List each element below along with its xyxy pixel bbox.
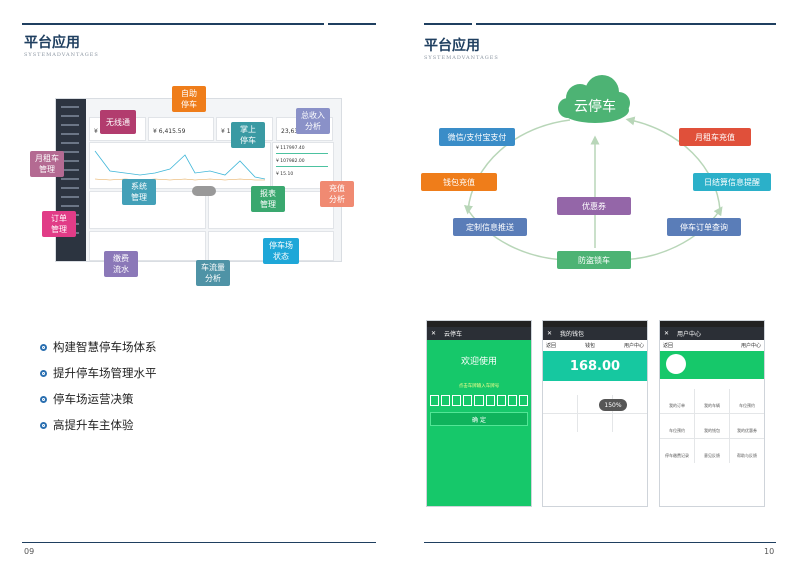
tag-payment-flow: 缴费 流水 xyxy=(104,251,138,277)
phone2-titlebar: ✕我的钱包 xyxy=(543,327,647,340)
phone-screen-login: ✕云停车 欢迎使用 点击车牌输入车牌号 确 定 xyxy=(426,320,532,507)
coupon-grid xyxy=(543,395,647,432)
tag-income-analysis: 总收入 分析 xyxy=(296,108,330,134)
plate-input-row[interactable] xyxy=(430,395,528,406)
tag-parking-status: 停车场 状态 xyxy=(263,238,299,264)
left-page-number: 09 xyxy=(24,547,35,556)
node-coupon: 优惠券 xyxy=(557,197,631,215)
cloud-icon xyxy=(558,75,630,123)
bullet-1: 构建智慧停车场体系 xyxy=(40,339,157,355)
dash-stat-2: ¥ 107982.00 xyxy=(276,159,305,164)
bullet-2: 提升停车场管理水平 xyxy=(40,365,157,381)
node-monthly-recharge: 月租车充值 xyxy=(679,128,751,146)
left-page-title: 平台应用 xyxy=(24,35,80,51)
phone-screen-user-center: ✕用户中心 返回 用户中心 我的订单 我的车辆 车位预约 车位预约 我的钱包 我… xyxy=(659,320,765,507)
phone2-user-center-link[interactable]: 用户中心 xyxy=(623,343,644,349)
bullet-ring-icon xyxy=(40,369,47,377)
close-icon[interactable]: ✕ xyxy=(431,330,437,337)
dash-card-2: ¥ 6,415.59 xyxy=(148,117,214,141)
bottom-rule-left xyxy=(22,542,376,543)
bullet-3: 停车场运营决策 xyxy=(40,391,134,407)
menu-item[interactable]: 意见反馈 xyxy=(695,439,729,463)
menu-item[interactable]: 我的车辆 xyxy=(695,389,729,413)
dash-toggle xyxy=(192,186,216,196)
bullet-ring-icon xyxy=(40,343,47,351)
right-page-subtitle: SYSTEMADVANTAGES xyxy=(424,55,499,61)
menu-item[interactable]: 我的优惠券 xyxy=(730,414,764,438)
phone1-hint: 点击车牌输入车牌号 xyxy=(458,384,500,389)
right-page-number: 10 xyxy=(764,547,775,556)
phone1-welcome: 欢迎使用 xyxy=(460,357,497,367)
phone2-back-link[interactable]: 返回 xyxy=(546,343,557,349)
dash-chart-panel xyxy=(89,142,271,189)
menu-item[interactable]: 车位预约 xyxy=(730,389,764,413)
phone3-back-link[interactable]: 返回 xyxy=(663,343,674,349)
right-page-title: 平台应用 xyxy=(424,38,480,54)
node-daily-settlement: 日结算信息提醒 xyxy=(693,173,771,191)
dash-stat-3: ¥ 15.10 xyxy=(276,172,294,177)
phone1-titlebar: ✕云停车 xyxy=(427,327,531,340)
left-page-subtitle: SYSTEMADVANTAGES xyxy=(24,52,99,58)
zoom-badge: 150% xyxy=(599,399,627,411)
node-custom-push: 定制信息推送 xyxy=(453,218,527,236)
dash-line-chart xyxy=(94,150,266,181)
avatar xyxy=(666,354,686,374)
node-anti-theft-lock: 防盗锁车 xyxy=(557,251,631,269)
tag-order-management: 订单 管理 xyxy=(42,211,76,237)
top-rule-left xyxy=(22,23,324,25)
bullet-4: 高提升车主体验 xyxy=(40,417,134,433)
dash-stat-1: ¥ 117997.40 xyxy=(276,146,305,151)
tag-recharge-analysis: 充值 分析 xyxy=(320,181,354,207)
wallet-balance: 168.00 xyxy=(543,351,647,381)
cloud-diagram xyxy=(464,75,723,265)
phone1-confirm-button[interactable]: 确 定 xyxy=(430,412,528,426)
close-icon[interactable]: ✕ xyxy=(547,330,553,337)
menu-item[interactable]: 帮助与反馈 xyxy=(730,439,764,463)
node-wallet-recharge: 钱包充值 xyxy=(421,173,497,191)
tag-system-management: 系统 管理 xyxy=(122,179,156,205)
close-icon[interactable]: ✕ xyxy=(664,330,670,337)
menu-item[interactable]: 我的钱包 xyxy=(695,414,729,438)
menu-item[interactable]: 车位预约 xyxy=(660,414,694,438)
phone3-nav: 返回 用户中心 xyxy=(663,343,761,349)
bullet-ring-icon xyxy=(40,395,47,403)
top-rule-right xyxy=(476,23,776,25)
bottom-rule-right xyxy=(424,542,776,543)
cloud-label: 云停车 xyxy=(574,99,616,115)
top-rule-right-short xyxy=(424,23,472,25)
bullet-ring-icon xyxy=(40,421,47,429)
profile-banner xyxy=(660,351,764,379)
node-order-query: 停车订单查询 xyxy=(667,218,741,236)
phone2-nav: 返回 钱包 用户中心 xyxy=(546,343,644,349)
node-wechat-pay: 微信/支付宝支付 xyxy=(439,128,515,146)
menu-item[interactable]: 停车缴费记录 xyxy=(660,439,694,463)
tag-mobile-parking: 掌上 停车 xyxy=(231,122,265,148)
top-rule-left-short xyxy=(328,23,376,25)
tag-report-management: 报表 管理 xyxy=(251,186,285,212)
phone3-titlebar: ✕用户中心 xyxy=(660,327,764,340)
tag-monthly-management: 月租车 管理 xyxy=(30,151,64,177)
menu-item[interactable]: 我的订单 xyxy=(660,389,694,413)
phone-screen-wallet: ✕我的钱包 返回 钱包 用户中心 168.00 150% xyxy=(542,320,648,507)
tag-self-parking: 自助 停车 xyxy=(172,86,206,112)
tag-traffic-analysis: 车流量 分析 xyxy=(196,260,230,286)
tag-wireless: 无线通 xyxy=(100,110,136,134)
user-menu-grid: 我的订单 我的车辆 车位预约 车位预约 我的钱包 我的优惠券 停车缴费记录 意见… xyxy=(660,389,764,463)
